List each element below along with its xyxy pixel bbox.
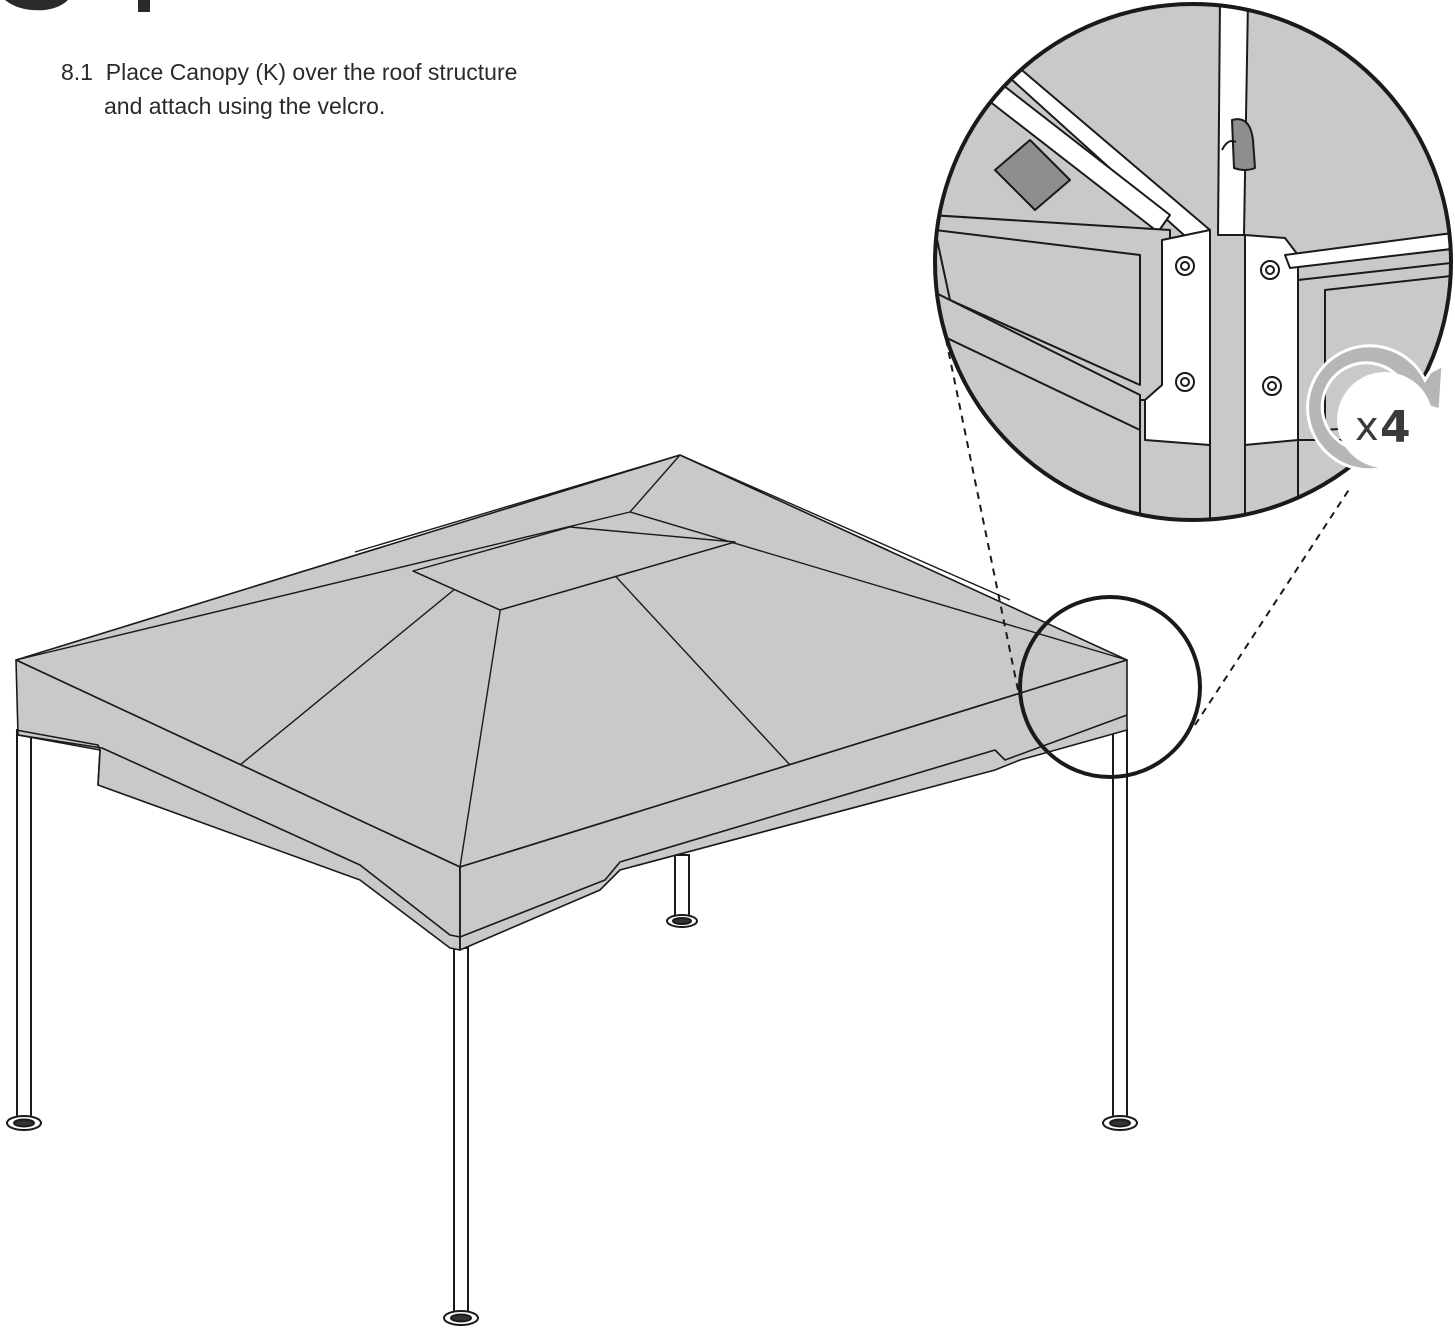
leg-front — [453, 947, 469, 1317]
canopy-valance-right — [459, 659, 1128, 951]
leg-back — [674, 854, 690, 918]
leader-lines — [939, 309, 1351, 726]
gazebo-legs — [6, 729, 1138, 1326]
leg-left — [16, 729, 32, 1121]
step-instructions: 8.1 Place Canopy (K) over the roof struc… — [61, 55, 517, 123]
badge-prefix: x — [1355, 404, 1379, 450]
step-line-1: 8.1 Place Canopy (K) over the roof struc… — [61, 55, 517, 89]
step-text-line-2: and attach using the velcro. — [104, 93, 386, 119]
step-id: 8.1 — [61, 59, 93, 85]
repeat-badge: x 4 — [1306, 344, 1445, 472]
detail-circle-outline — [933, 2, 1453, 522]
badge-count: 4 — [1380, 402, 1411, 453]
canopy — [15, 454, 1128, 951]
detail-view — [933, 2, 1453, 522]
step-text-line-1: Place Canopy (K) over the roof structure — [105, 59, 518, 85]
corner-highlight-circle — [1018, 595, 1202, 779]
step-number-fragment — [5, 0, 150, 12]
leg-right — [1112, 729, 1128, 1121]
